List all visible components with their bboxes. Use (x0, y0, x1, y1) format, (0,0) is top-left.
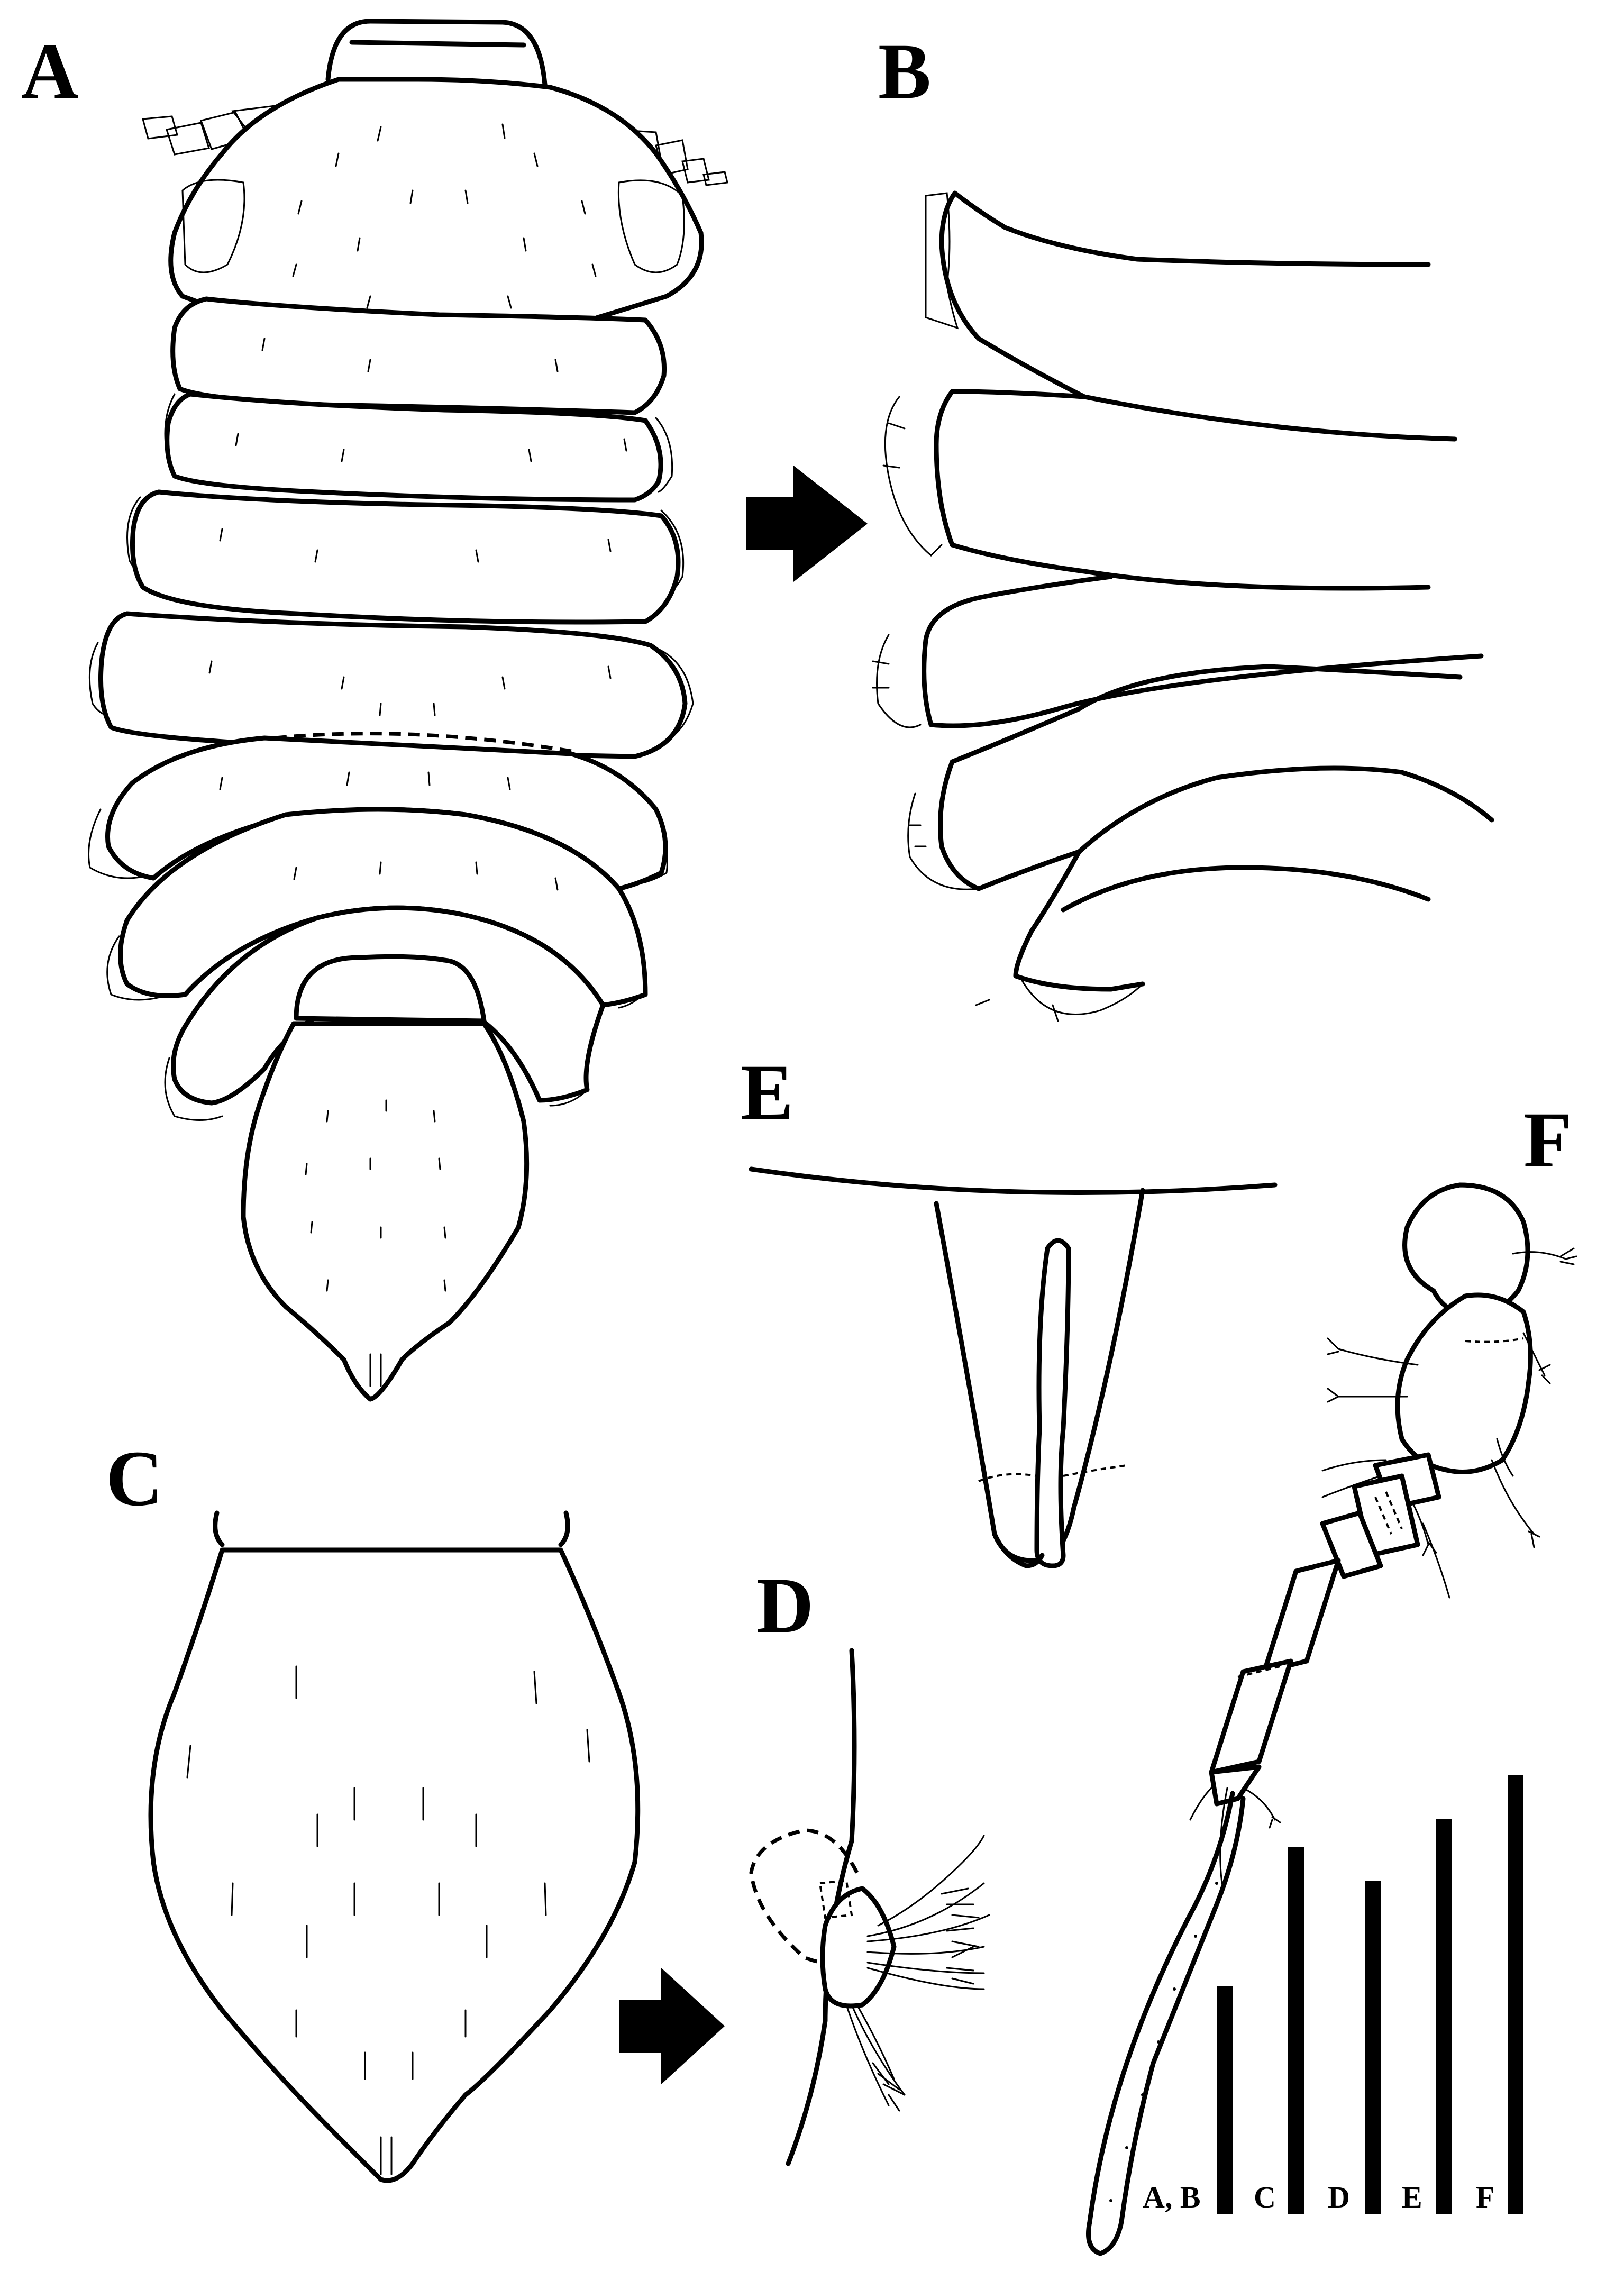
panel-b-lateral-margins (872, 190, 1494, 1022)
pereonite-1 (170, 296, 667, 415)
head-anterior-plate (325, 19, 548, 87)
panel-label-e: E (741, 1048, 794, 1136)
margin-outline-4 (938, 706, 1494, 891)
pleotelson-outline (148, 1547, 641, 2183)
margin-outline-3 (922, 574, 1484, 728)
body-setae (208, 338, 627, 1292)
arrow-right-icon (746, 466, 868, 582)
scale-bars (1217, 1775, 1523, 2214)
panel-label-a: A (21, 28, 79, 115)
antenna-peduncle-2 (1395, 1292, 1533, 1474)
panel-label-b: B (878, 28, 932, 115)
uropod-exopod-outline (749, 1828, 859, 1965)
uropod-endopod (820, 1886, 897, 2009)
pleotelson-setae (186, 1665, 590, 2080)
antenna-flagellum-3 (1209, 1764, 1262, 1807)
penis-left (1034, 1238, 1071, 1568)
scale-bar-1 (1217, 1986, 1233, 2214)
eye-left (181, 179, 245, 273)
uropod-plumose-setae (845, 1835, 990, 2112)
pleon (294, 954, 487, 1024)
scale-bar-2 (1288, 1847, 1304, 2214)
panel-f-antenna (1086, 1182, 1577, 2256)
scale-bar-4 (1436, 1819, 1452, 2214)
scale-bar-label-2: C (1254, 2180, 1276, 2214)
scale-bar-3 (1365, 1881, 1381, 2214)
antenna-flagellum-1 (1262, 1558, 1341, 1674)
pereonite-4 (98, 611, 688, 759)
panel-d-uropod (749, 1648, 990, 2166)
panel-a-habitus (88, 19, 728, 1402)
antenna-flagellum-distal (1086, 1791, 1246, 2256)
scale-bar-label-1: A, B (1143, 2180, 1201, 2214)
eye-right (617, 179, 685, 273)
panel-c-pleotelson (148, 1510, 641, 2183)
cephalon-setae (292, 123, 597, 309)
scale-bar-label-4: E (1402, 2180, 1422, 2214)
scale-bar-label-5: F (1476, 2180, 1495, 2214)
margin-outline-2 (934, 389, 1431, 591)
flagellum-aesthetasc-dots (1109, 1882, 1218, 2202)
arrow-right-icon (619, 1968, 725, 2084)
panel-label-c: C (106, 1435, 163, 1522)
antenna-flagellum-2 (1209, 1658, 1293, 1775)
scale-bar-label-3: D (1328, 2180, 1350, 2214)
pereonite-3 (130, 489, 681, 625)
antenna-plumose-setae (1189, 1247, 1577, 1884)
panel-e-penes (749, 1166, 1278, 1568)
tergite-fusion-line (275, 732, 572, 753)
panel-label-f: F (1523, 1096, 1572, 1184)
pleotelson (241, 1021, 530, 1402)
margin-outline-1 (939, 190, 1457, 442)
pereonite-2 (165, 391, 663, 503)
scale-bar-5 (1508, 1775, 1523, 2214)
panel-label-d: D (756, 1562, 814, 1649)
panel-b-setae (872, 422, 1059, 1022)
